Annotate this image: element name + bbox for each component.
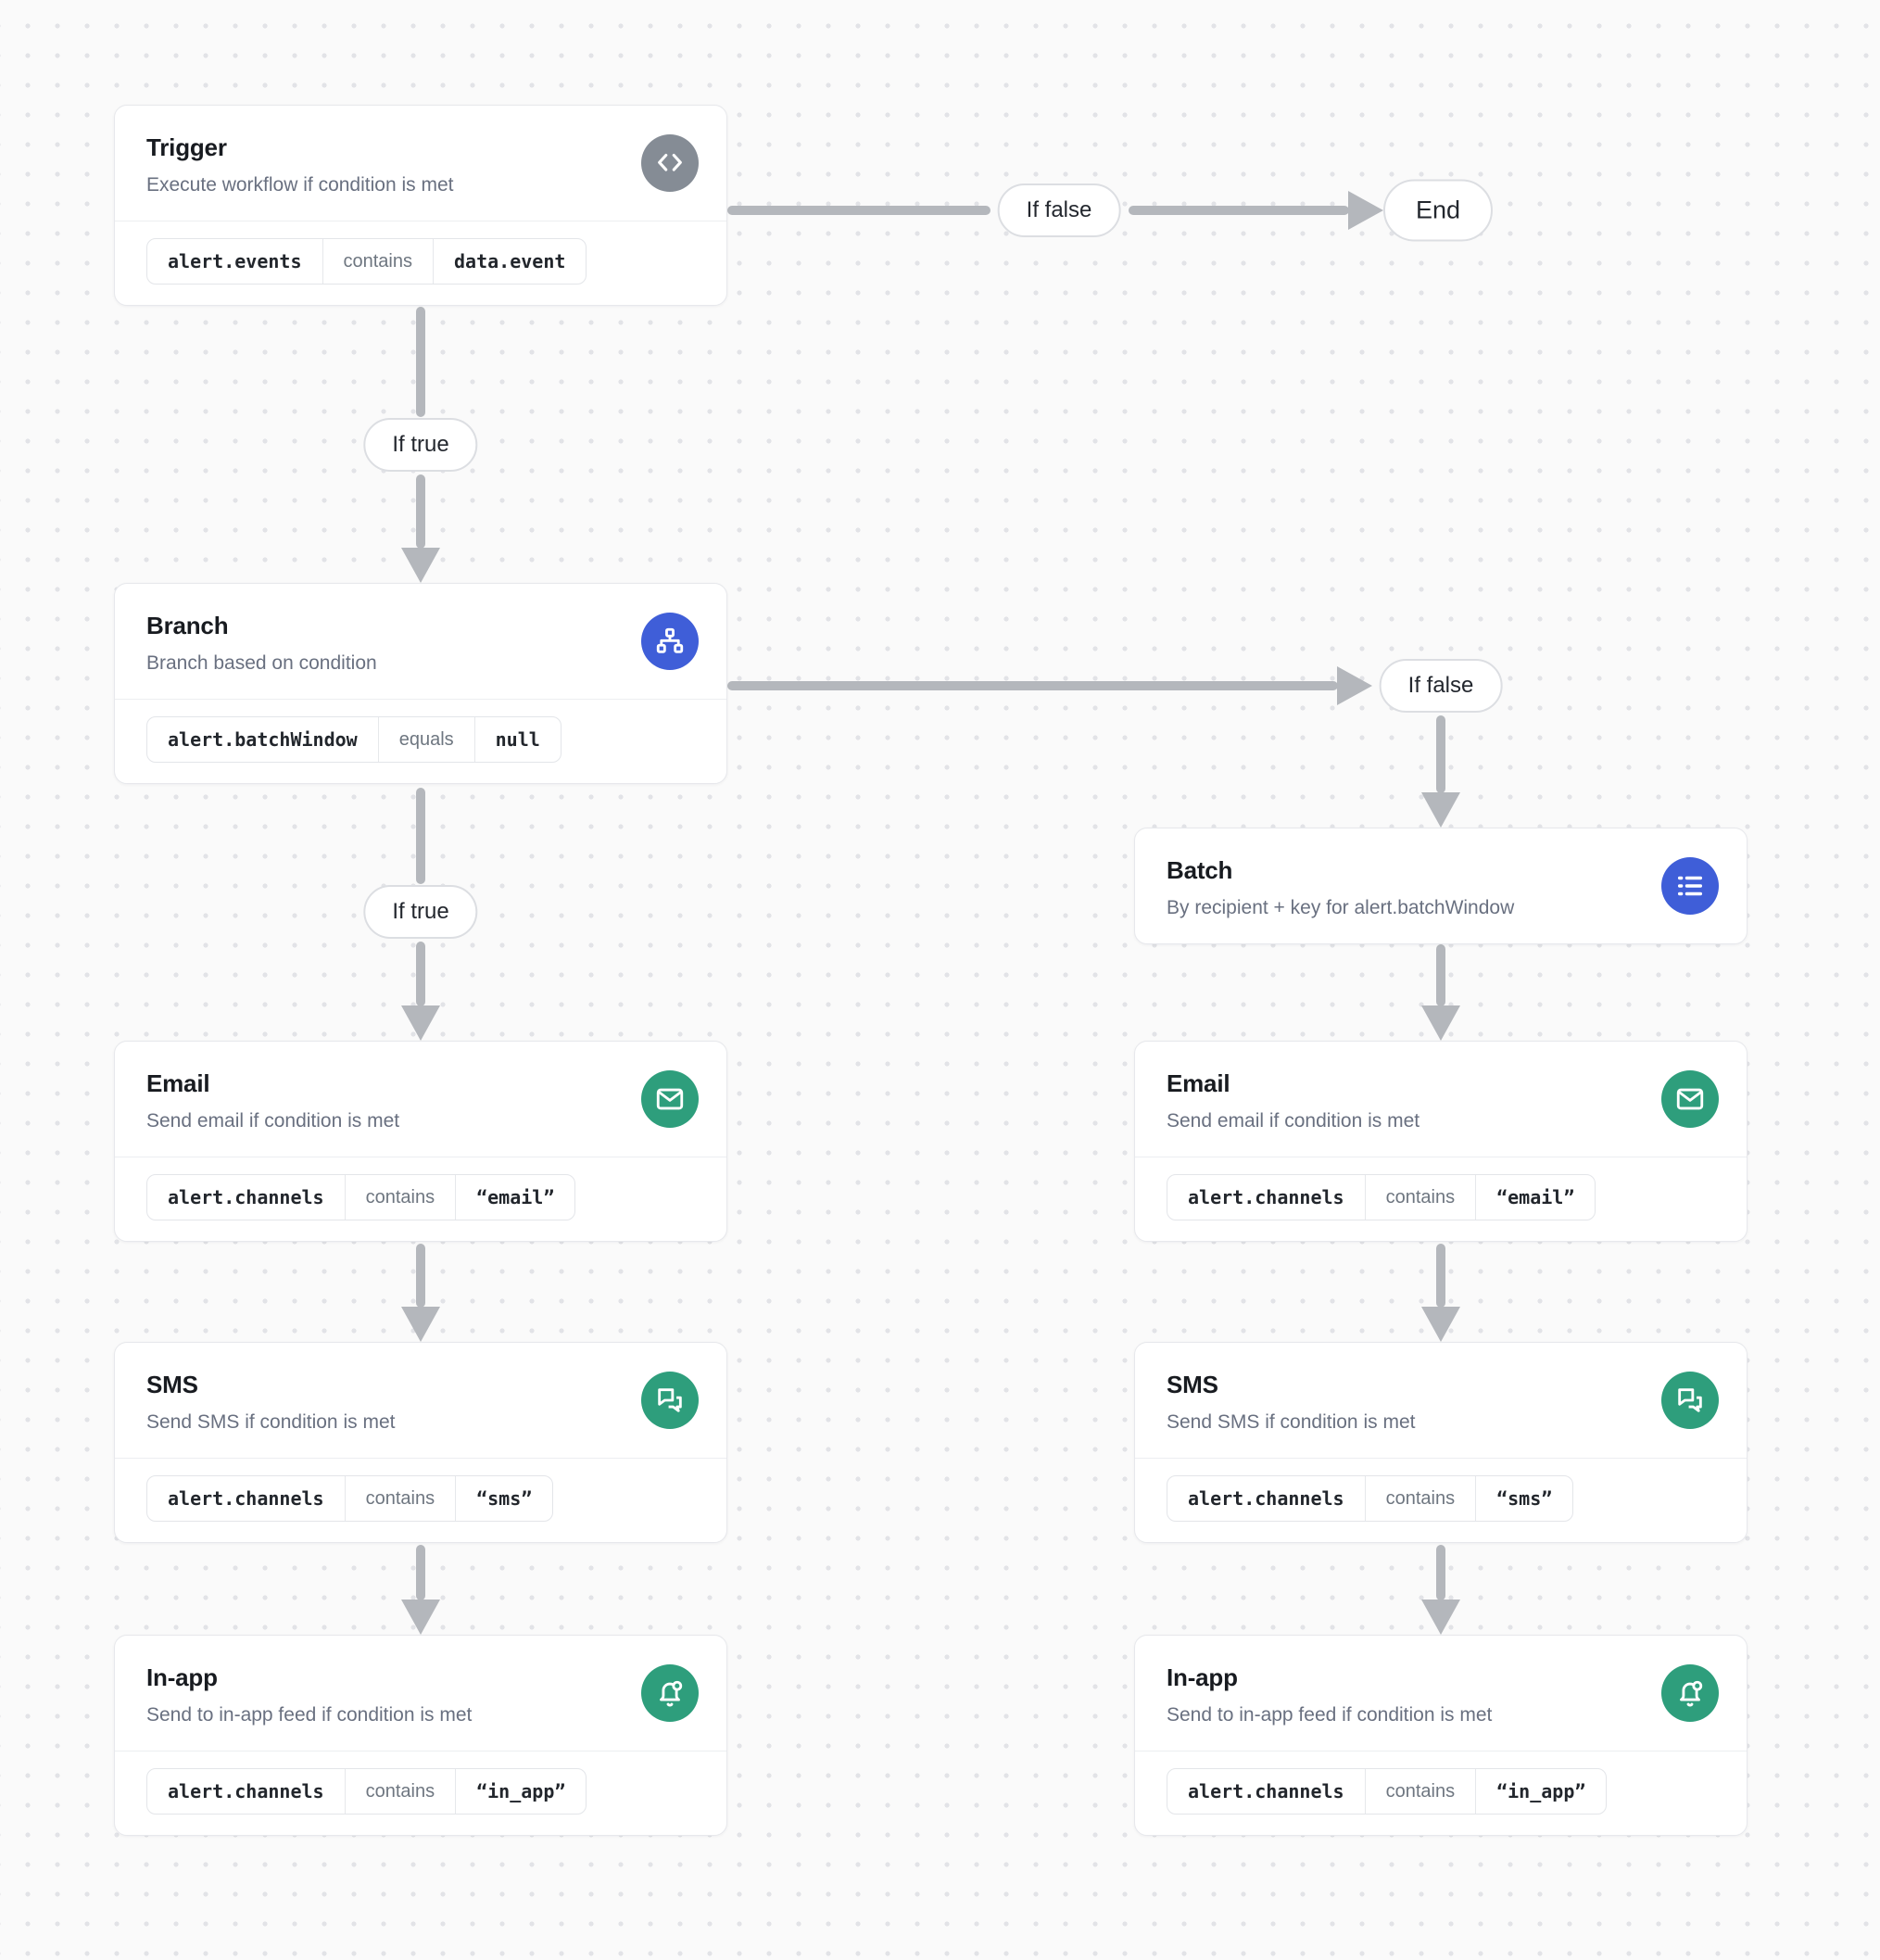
node-subtitle: Send to in-app feed if condition is met	[1167, 1704, 1493, 1726]
condition-field: alert.batchWindow	[168, 728, 358, 751]
node-subtitle: Branch based on condition	[146, 652, 377, 674]
node-subtitle: Send SMS if condition is met	[146, 1411, 396, 1433]
node-email[interactable]: Email Send email if condition is met ale…	[114, 1041, 727, 1242]
condition-chip[interactable]: alert.channels contains “email”	[1167, 1174, 1596, 1220]
node-title: Batch	[1167, 856, 1233, 884]
node-title: Trigger	[146, 133, 227, 161]
condition-value: “sms”	[1475, 1476, 1572, 1521]
code-icon	[641, 134, 699, 192]
condition-value: data.event	[433, 239, 586, 284]
arrowhead	[1421, 1307, 1460, 1342]
condition-operator: contains	[344, 1476, 456, 1521]
condition-value: “in_app”	[1475, 1769, 1606, 1814]
node-subtitle: By recipient + key for alert.batchWindow	[1167, 897, 1515, 918]
condition-field: alert.events	[168, 250, 302, 272]
condition-field: alert.channels	[168, 1487, 324, 1510]
condition-chip[interactable]: alert.channels contains “sms”	[146, 1475, 554, 1522]
node-title: Branch	[146, 612, 229, 639]
node-subtitle: Send email if condition is met	[146, 1110, 400, 1132]
condition-operator: equals	[377, 717, 474, 762]
bell-dot-icon	[1661, 1664, 1719, 1722]
node-title: SMS	[146, 1371, 198, 1398]
arrowhead	[401, 1005, 440, 1041]
list-icon	[1661, 857, 1719, 915]
condition-chip[interactable]: alert.events contains data.event	[146, 238, 587, 285]
arrowhead	[401, 1600, 440, 1635]
arrowhead	[1337, 666, 1372, 705]
envelope-icon	[641, 1070, 699, 1128]
condition-value: “sms”	[455, 1476, 552, 1521]
edge-branch-iffalse	[727, 681, 1338, 690]
edge-label-if-false: If false	[997, 183, 1121, 237]
condition-operator: contains	[344, 1769, 456, 1814]
edge-iftrue-email	[416, 942, 425, 1006]
edge-label-if-true: If true	[363, 885, 478, 939]
condition-field: alert.channels	[1188, 1186, 1344, 1208]
condition-operator: contains	[344, 1175, 456, 1220]
condition-field: alert.channels	[168, 1780, 324, 1802]
condition-operator: contains	[1364, 1175, 1476, 1220]
condition-chip[interactable]: alert.channels contains “in_app”	[1167, 1768, 1608, 1815]
node-subtitle: Execute workflow if condition is met	[146, 174, 454, 196]
node-branch[interactable]: Branch Branch based on condition alert.b…	[114, 583, 727, 784]
node-title: Email	[1167, 1069, 1230, 1097]
condition-field: alert.channels	[1188, 1780, 1344, 1802]
bell-dot-icon	[641, 1664, 699, 1722]
node-title: In-app	[1167, 1663, 1238, 1691]
condition-chip[interactable]: alert.channels contains “sms”	[1167, 1475, 1574, 1522]
edge-sms-inapp	[416, 1545, 425, 1600]
arrowhead	[1348, 191, 1383, 230]
condition-chip[interactable]: alert.channels contains “email”	[146, 1174, 576, 1220]
node-sms[interactable]: SMS Send SMS if condition is met alert.c…	[1134, 1342, 1748, 1543]
condition-value: null	[473, 717, 561, 762]
condition-operator: contains	[1364, 1476, 1476, 1521]
node-title: SMS	[1167, 1371, 1218, 1398]
node-subtitle: Send SMS if condition is met	[1167, 1411, 1416, 1433]
arrowhead	[401, 548, 440, 583]
arrowhead	[1421, 792, 1460, 828]
edge-batch-email	[1436, 944, 1445, 1006]
condition-field: alert.channels	[1188, 1487, 1344, 1510]
end-node: End	[1382, 179, 1494, 242]
node-inapp[interactable]: In-app Send to in-app feed if condition …	[114, 1635, 727, 1836]
edge-email-sms	[1436, 1244, 1445, 1308]
condition-value: “email”	[1475, 1175, 1595, 1220]
chat-bubbles-icon	[641, 1372, 699, 1429]
edge-label-if-true: If true	[363, 418, 478, 472]
envelope-icon	[1661, 1070, 1719, 1128]
edge-label-if-false: If false	[1379, 659, 1503, 713]
edge-trigger-iftrue	[416, 307, 425, 417]
chat-bubbles-icon	[1661, 1372, 1719, 1429]
condition-operator: contains	[1364, 1769, 1476, 1814]
arrowhead	[1421, 1600, 1460, 1635]
node-sms[interactable]: SMS Send SMS if condition is met alert.c…	[114, 1342, 727, 1543]
arrowhead	[1421, 1005, 1460, 1041]
edge-branch-iftrue	[416, 788, 425, 884]
condition-chip[interactable]: alert.channels contains “in_app”	[146, 1768, 587, 1815]
condition-value: “email”	[455, 1175, 574, 1220]
node-subtitle: Send to in-app feed if condition is met	[146, 1704, 473, 1726]
edge-sms-inapp	[1436, 1545, 1445, 1600]
edge-iffalse-batch	[1436, 715, 1445, 793]
node-email[interactable]: Email Send email if condition is met ale…	[1134, 1041, 1748, 1242]
condition-chip[interactable]: alert.batchWindow equals null	[146, 716, 561, 763]
node-batch[interactable]: Batch By recipient + key for alert.batch…	[1134, 828, 1748, 944]
node-title: In-app	[146, 1663, 218, 1691]
node-trigger[interactable]: Trigger Execute workflow if condition is…	[114, 105, 727, 306]
edge-email-sms	[416, 1244, 425, 1308]
condition-value: “in_app”	[455, 1769, 586, 1814]
node-subtitle: Send email if condition is met	[1167, 1110, 1420, 1132]
edge-iffalse-end	[1129, 206, 1349, 215]
condition-operator: contains	[322, 239, 434, 284]
node-title: Email	[146, 1069, 210, 1097]
edge-iftrue-branch	[416, 474, 425, 549]
arrowhead	[401, 1307, 440, 1342]
condition-field: alert.channels	[168, 1186, 324, 1208]
node-inapp[interactable]: In-app Send to in-app feed if condition …	[1134, 1635, 1748, 1836]
edge-trigger-iffalse	[727, 206, 990, 215]
sitemap-icon	[641, 613, 699, 670]
